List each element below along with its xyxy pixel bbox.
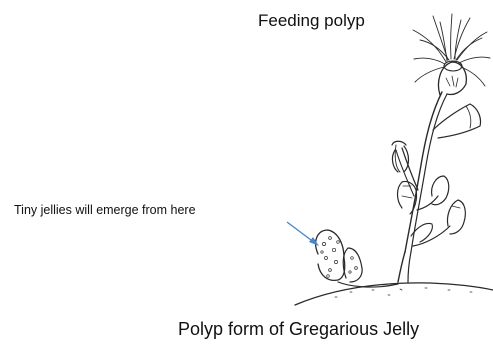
emerge-arrow — [287, 222, 319, 246]
stolon — [398, 252, 405, 282]
polyp-right-lower — [447, 200, 465, 234]
lower-right-branch — [413, 226, 450, 246]
left-branch — [402, 148, 418, 190]
reproductive-polyp-cluster — [316, 230, 398, 287]
substrate-rock — [295, 283, 493, 305]
polyp-upper-left — [392, 141, 409, 172]
substrate-stipple — [335, 288, 472, 297]
feeding-polyp-head — [413, 14, 490, 95]
